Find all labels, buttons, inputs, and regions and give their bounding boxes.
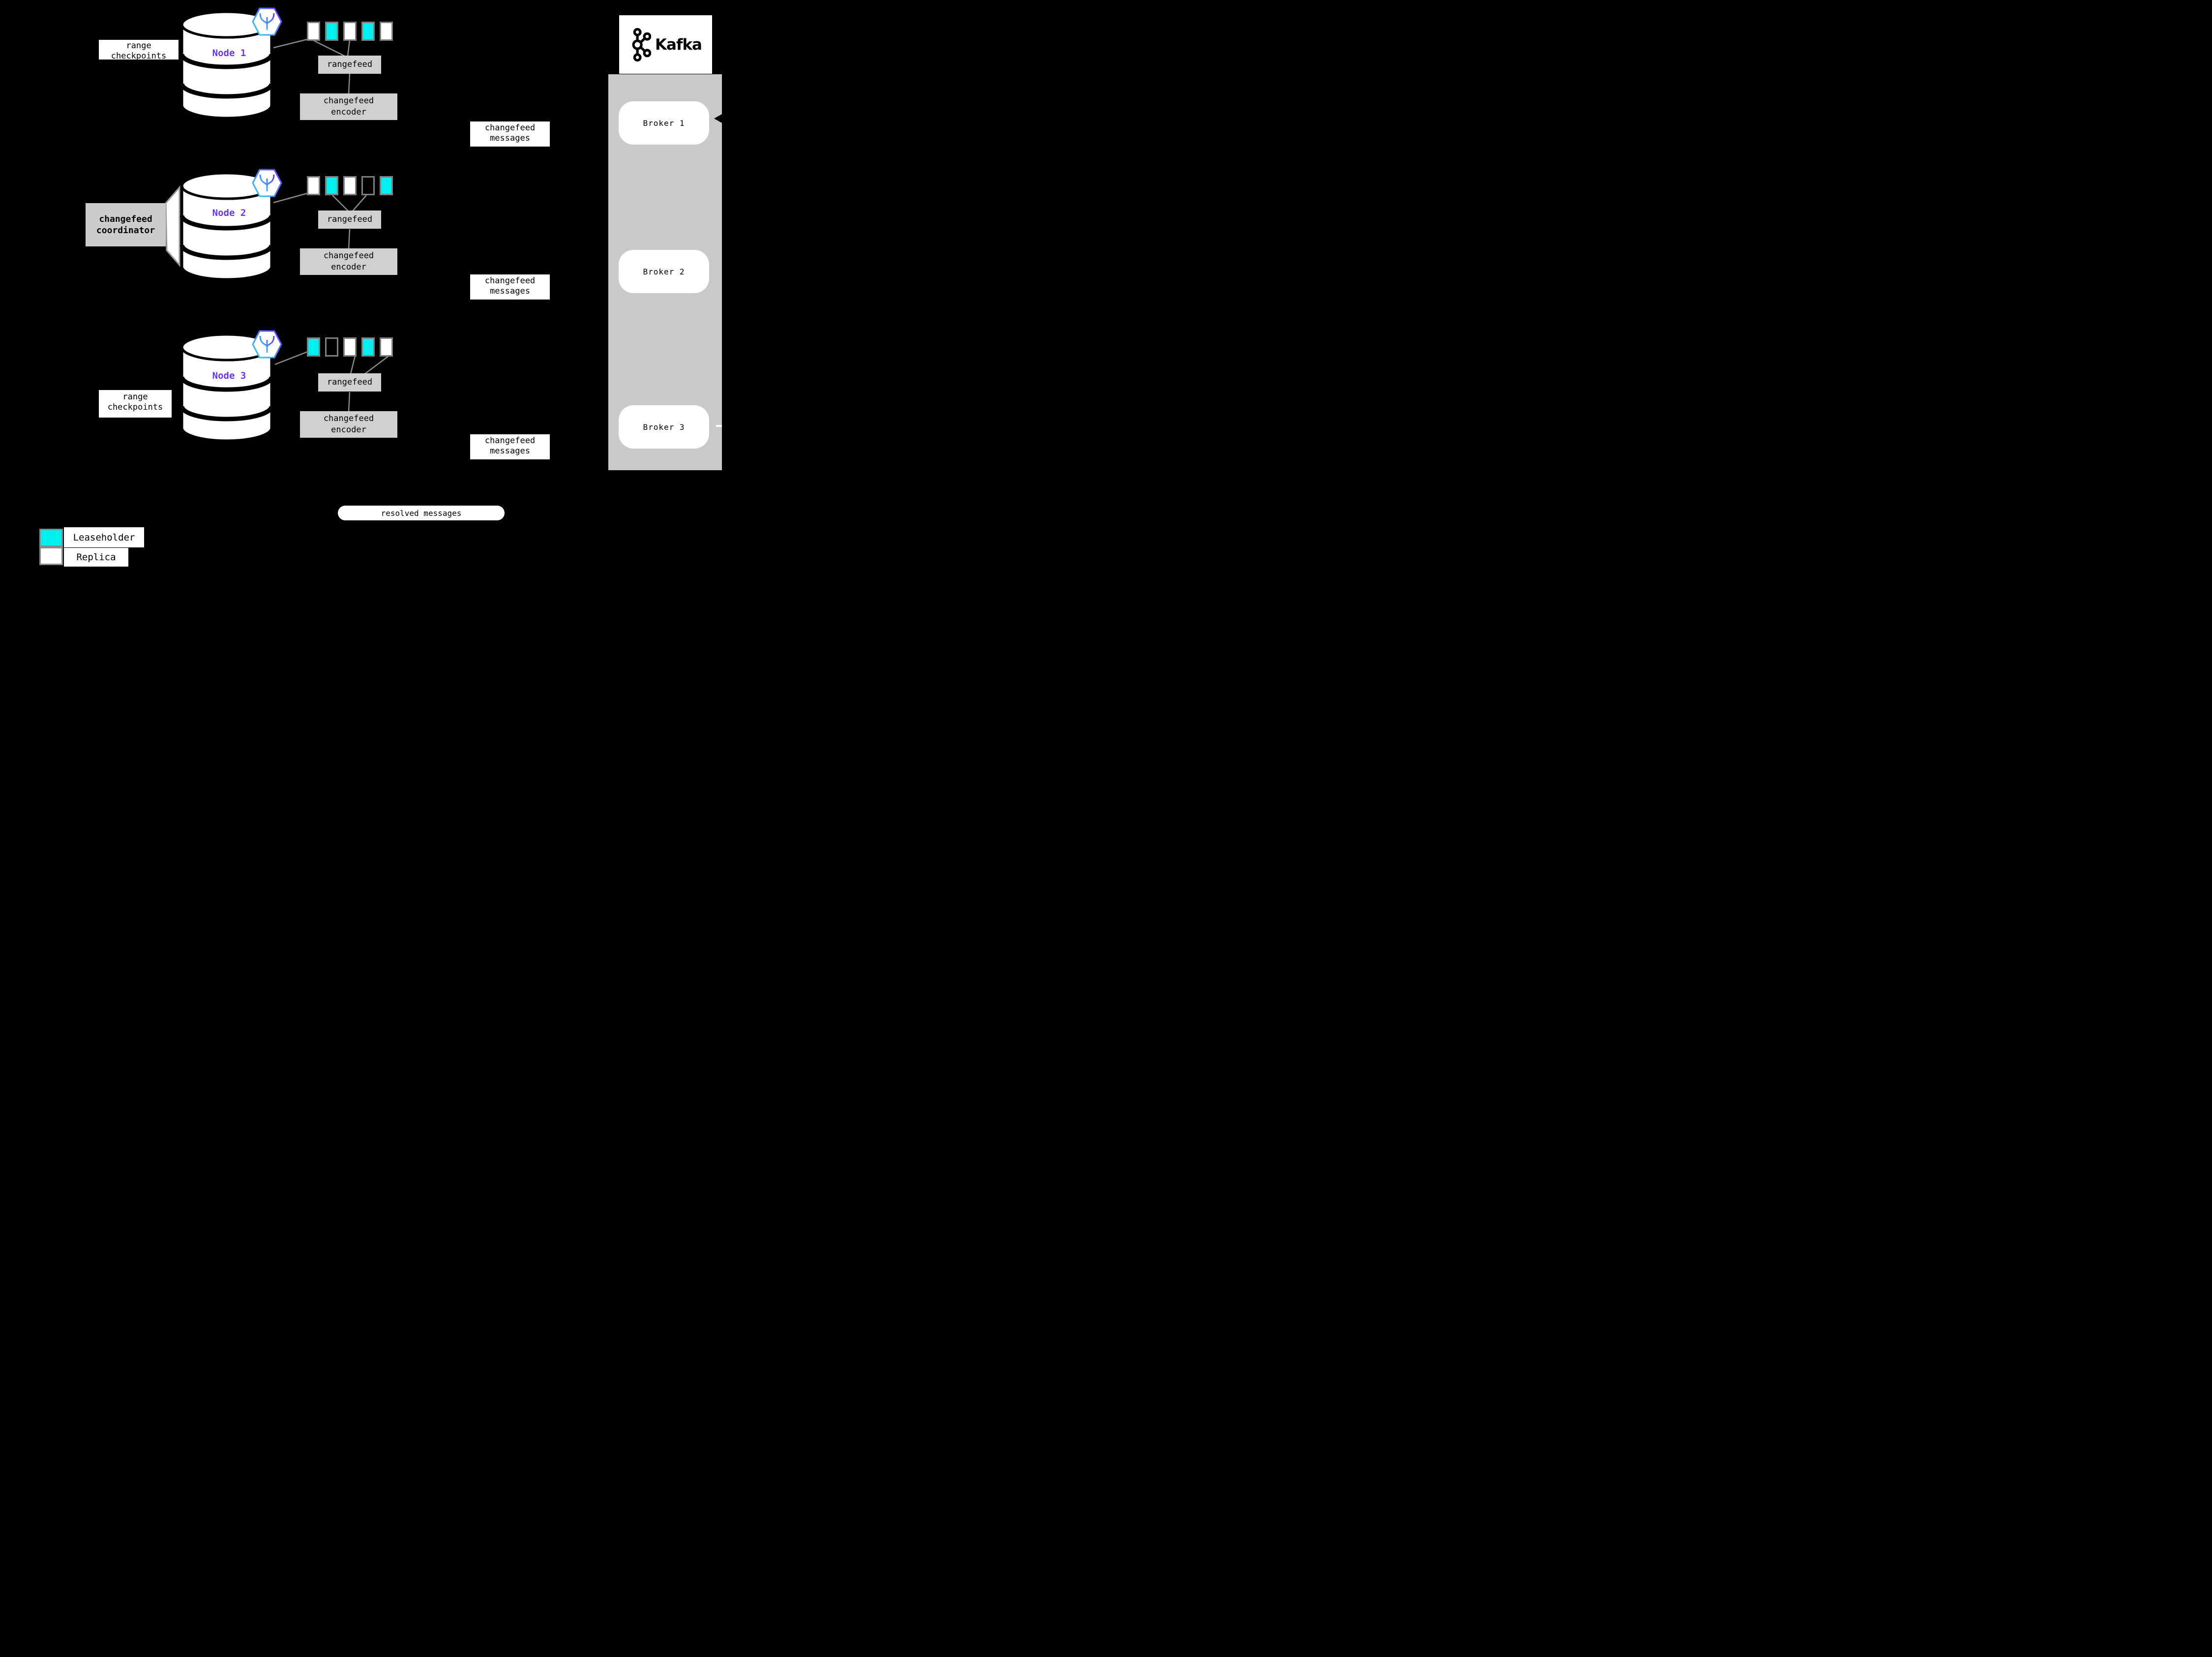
changefeed-messages-label-node2: changefeed messages [470, 274, 550, 300]
node2-label: Node 2 [212, 208, 246, 218]
legend-leaseholder-label: Leaseholder [64, 527, 144, 547]
coordinator-flag-3d [165, 185, 180, 268]
cockroachdb-logo-icon [252, 169, 282, 197]
kafka-broker-2: Broker 2 [619, 250, 709, 293]
range-square [307, 176, 320, 195]
range-squares-node3 [307, 337, 393, 357]
range-checkpoints-line1: range [126, 41, 151, 51]
arrowhead-into-broker1 [714, 114, 722, 123]
range-checkpoints-label-node1: range checkpoints [99, 40, 179, 60]
changefeed-messages-label-node3: changefeed messages [470, 434, 550, 459]
arrow-tick-broker3 [716, 425, 722, 427]
legend-replica-swatch [39, 547, 63, 565]
range-square [325, 337, 338, 357]
range-square [380, 22, 393, 41]
changefeed-encoder-box-node3: changefeed encoder [300, 411, 397, 438]
node1-label: Node 1 [212, 48, 246, 59]
cockroachdb-logo-icon [252, 7, 282, 36]
range-square [307, 337, 320, 357]
database-cylinder-node1 [180, 10, 273, 120]
resolved-messages-pill: resolved messages [338, 506, 505, 520]
database-cylinder-node3 [180, 333, 273, 442]
range-square [325, 22, 338, 41]
range-square [325, 176, 338, 195]
kafka-wordmark: Kafka [655, 35, 702, 54]
database-cylinder-node2 [180, 172, 273, 281]
range-square [361, 337, 375, 357]
range-checkpoints-label-node3: range checkpoints [99, 390, 172, 418]
range-square [343, 22, 357, 41]
changefeed-encoder-box-node1: changefeed encoder [300, 93, 397, 120]
changefeed-coordinator-box: changefeed coordinator [86, 203, 166, 246]
range-square [361, 176, 375, 195]
legend-replica-label: Replica [64, 548, 128, 567]
kafka-broker-1: Broker 1 [619, 101, 709, 145]
rangefeed-box-node2: rangefeed [318, 211, 381, 229]
range-square [380, 337, 393, 357]
changefeed-encoder-box-node2: changefeed encoder [300, 248, 397, 275]
kafka-icon [632, 28, 652, 61]
range-checkpoints-line2: checkpoints [111, 51, 167, 60]
changefeed-architecture-diagram: range checkpoints Node 1 rangefeed chang… [0, 0, 771, 577]
changefeed-messages-label-node1: changefeed messages [470, 121, 550, 147]
rangefeed-box-node1: rangefeed [318, 56, 381, 74]
range-square [361, 22, 375, 41]
range-square [307, 22, 320, 41]
range-squares-node1 [307, 22, 393, 41]
range-square [343, 337, 357, 357]
legend-leaseholder-swatch [39, 529, 63, 547]
range-square [380, 176, 393, 195]
cockroachdb-logo-icon [252, 330, 282, 359]
kafka-logo: Kafka [619, 15, 712, 74]
kafka-broker-3: Broker 3 [619, 405, 709, 449]
connector-lines [273, 38, 389, 412]
range-square [343, 176, 357, 195]
node3-label: Node 3 [212, 370, 246, 381]
rangefeed-box-node3: rangefeed [318, 373, 381, 392]
range-squares-node2 [307, 176, 393, 195]
